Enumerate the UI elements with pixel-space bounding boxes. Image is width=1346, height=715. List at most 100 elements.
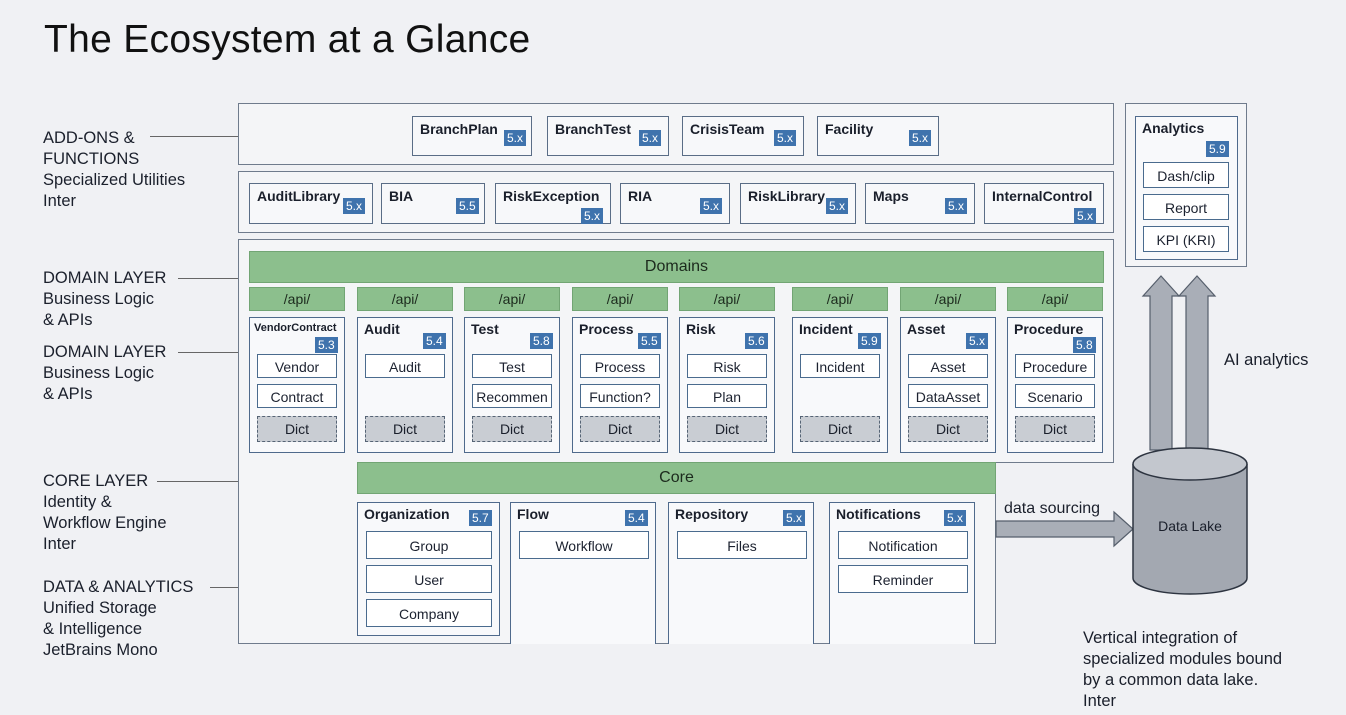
module-name: BIA (389, 188, 414, 204)
api-label: /api/ (249, 287, 345, 311)
side-label-line: & APIs (43, 311, 93, 329)
core-module-flow[interactable]: Flow 5.4 Workflow (510, 502, 656, 644)
domain-item[interactable]: DataAsset (908, 384, 988, 408)
analytics-module[interactable]: Analytics 5.9 Dash/clip Report KPI (KRI) (1135, 116, 1238, 260)
core-item[interactable]: User (366, 565, 492, 593)
api-label: /api/ (792, 287, 888, 311)
module-name: Flow (517, 506, 549, 522)
analytics-item[interactable]: Dash/clip (1143, 162, 1229, 188)
api-label: /api/ (572, 287, 668, 311)
core-item[interactable]: Workflow (519, 531, 649, 559)
domains-bar: Domains (249, 251, 1104, 283)
domain-module-risk[interactable]: Risk 5.6 Risk Plan Dict (679, 317, 775, 453)
module-name: Notifications (836, 506, 921, 522)
side-label-line: Workflow Engine (43, 514, 167, 532)
analytics-item[interactable]: KPI (KRI) (1143, 226, 1229, 252)
domain-item[interactable]: Procedure (1015, 354, 1095, 378)
side-label-line: CORE LAYER (43, 472, 149, 490)
data-sourcing-label: data sourcing (1004, 500, 1101, 517)
domain-item[interactable]: Process (580, 354, 660, 378)
dict-box[interactable]: Dict (472, 416, 552, 442)
version-badge: 5.x (966, 333, 989, 349)
dict-box[interactable]: Dict (800, 416, 880, 442)
domain-item[interactable]: Plan (687, 384, 767, 408)
api-label: /api/ (900, 287, 996, 311)
domain-item[interactable]: Asset (908, 354, 988, 378)
analytics-item[interactable]: Report (1143, 194, 1229, 220)
core-item[interactable]: Company (366, 599, 492, 627)
domain-module-procedure[interactable]: Procedure 5.8 Procedure Scenario Dict (1007, 317, 1103, 453)
module-name: Audit (364, 321, 400, 337)
domain-item[interactable]: Contract (257, 384, 337, 408)
data-lake-label: Data Lake (1158, 518, 1222, 534)
dict-box[interactable]: Dict (257, 416, 337, 442)
module-name: Asset (907, 321, 946, 337)
version-badge: 5.4 (625, 510, 648, 526)
side-label-addons: ADD-ONS & FUNCTIONS Specialized Utilitie… (43, 128, 185, 212)
dict-box[interactable]: Dict (908, 416, 988, 442)
domain-item[interactable]: Vendor (257, 354, 337, 378)
core-item[interactable]: Reminder (838, 565, 968, 593)
side-label-domain-2: DOMAIN LAYER Business Logic & APIs (43, 342, 166, 405)
addon-module-facility[interactable]: Facility 5.x (817, 116, 939, 156)
core-item[interactable]: Notification (838, 531, 968, 559)
domain-module-test[interactable]: Test 5.8 Test Recommen Dict (464, 317, 560, 453)
module-name: Procedure (1014, 321, 1084, 337)
leader-line (150, 136, 238, 137)
version-badge: 5.x (1074, 208, 1097, 224)
side-label-core: CORE LAYER Identity & Workflow Engine In… (43, 471, 167, 555)
caption-line: Vertical integration of (1083, 629, 1238, 647)
side-label-domain-1: DOMAIN LAYER Business Logic & APIs (43, 268, 166, 331)
addons-panel-1 (238, 103, 1114, 165)
version-badge: 5.x (700, 198, 723, 214)
core-item[interactable]: Files (677, 531, 807, 559)
module-name: Analytics (1142, 120, 1205, 136)
domain-item[interactable]: Scenario (1015, 384, 1095, 408)
core-module-repository[interactable]: Repository 5.x Files (668, 502, 814, 644)
domain-module-audit[interactable]: Audit 5.4 Audit Dict (357, 317, 453, 453)
domain-item[interactable]: Incident (800, 354, 880, 378)
core-item[interactable]: Group (366, 531, 492, 559)
domain-item[interactable]: Test (472, 354, 552, 378)
domain-module-vendorcontract[interactable]: VendorContract 5.3 Vendor Contract Dict (249, 317, 345, 453)
module-name: InternalControl (992, 188, 1093, 204)
core-module-organization[interactable]: Organization 5.7 Group User Company (357, 502, 500, 636)
module-name: BranchTest (555, 121, 631, 137)
domain-item[interactable]: Recommen (472, 384, 552, 408)
domain-module-asset[interactable]: Asset 5.x Asset DataAsset Dict (900, 317, 996, 453)
addon-module-internalcontrol[interactable]: InternalControl 5.x (984, 183, 1104, 224)
domain-module-incident[interactable]: Incident 5.9 Incident Dict (792, 317, 888, 453)
domain-item[interactable]: Function? (580, 384, 660, 408)
domain-item[interactable]: Audit (365, 354, 445, 378)
dict-box[interactable]: Dict (687, 416, 767, 442)
version-badge: 5.x (909, 130, 932, 146)
module-name: Facility (825, 121, 874, 137)
core-module-notifications[interactable]: Notifications 5.x Notification Reminder (829, 502, 975, 644)
module-name: Maps (873, 188, 909, 204)
version-badge: 5.x (944, 510, 967, 526)
domain-module-process[interactable]: Process 5.5 Process Function? Dict (572, 317, 668, 453)
domain-item[interactable]: Risk (687, 354, 767, 378)
api-label: /api/ (1007, 287, 1103, 311)
module-name: Incident (799, 321, 853, 337)
version-badge: 5.8 (1073, 337, 1096, 353)
module-name: Organization (364, 506, 450, 522)
dict-box[interactable]: Dict (365, 416, 445, 442)
dict-box[interactable]: Dict (1015, 416, 1095, 442)
version-badge: 5.x (504, 130, 527, 146)
dict-box[interactable]: Dict (580, 416, 660, 442)
side-label-line: DATA & ANALYTICS (43, 578, 194, 596)
ai-analytics-label: AI analytics (1224, 351, 1309, 369)
leader-line (178, 278, 238, 279)
leader-line (210, 587, 238, 588)
module-name: RiskLibrary (748, 188, 826, 204)
